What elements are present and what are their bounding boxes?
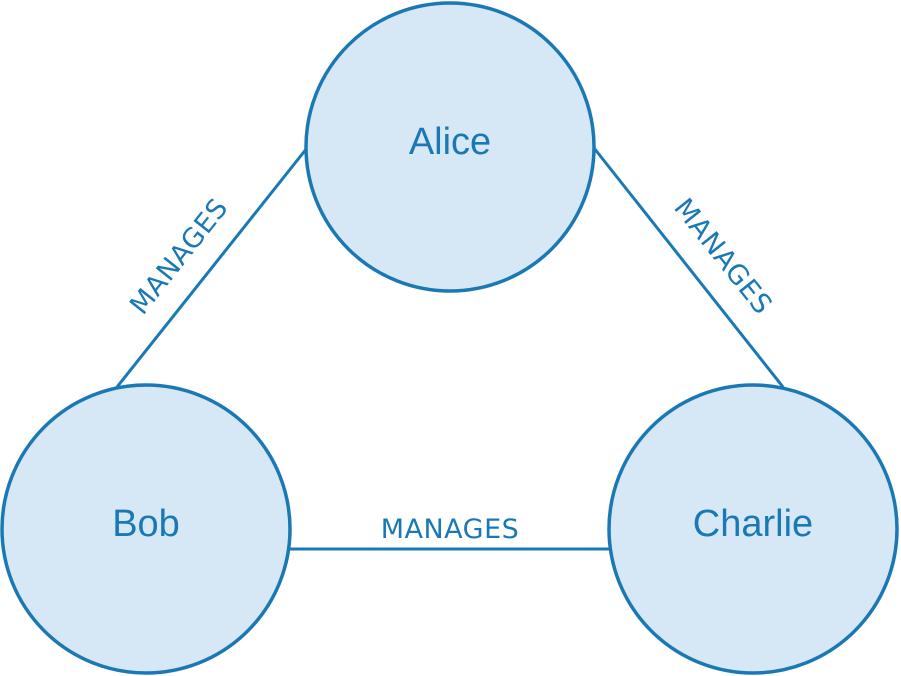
node-charlie[interactable]: Charlie bbox=[607, 383, 899, 675]
node-charlie-label: Charlie bbox=[693, 503, 813, 545]
node-alice-label: Alice bbox=[409, 121, 491, 163]
edge-bob-alice-line bbox=[115, 147, 309, 388]
node-bob-label: Bob bbox=[112, 503, 180, 545]
node-alice-circle bbox=[304, 1, 596, 293]
edge-alice-charlie-label: MANAGES bbox=[667, 193, 778, 321]
node-charlie-circle bbox=[607, 383, 899, 675]
edge-bob-alice-label: MANAGES bbox=[124, 193, 235, 321]
node-bob-circle bbox=[0, 383, 292, 675]
edge-alice-charlie-line bbox=[592, 147, 785, 388]
edge-bob-charlie-label: MANAGES bbox=[381, 514, 520, 545]
node-alice[interactable]: Alice bbox=[304, 1, 596, 293]
node-bob[interactable]: Bob bbox=[0, 383, 292, 675]
